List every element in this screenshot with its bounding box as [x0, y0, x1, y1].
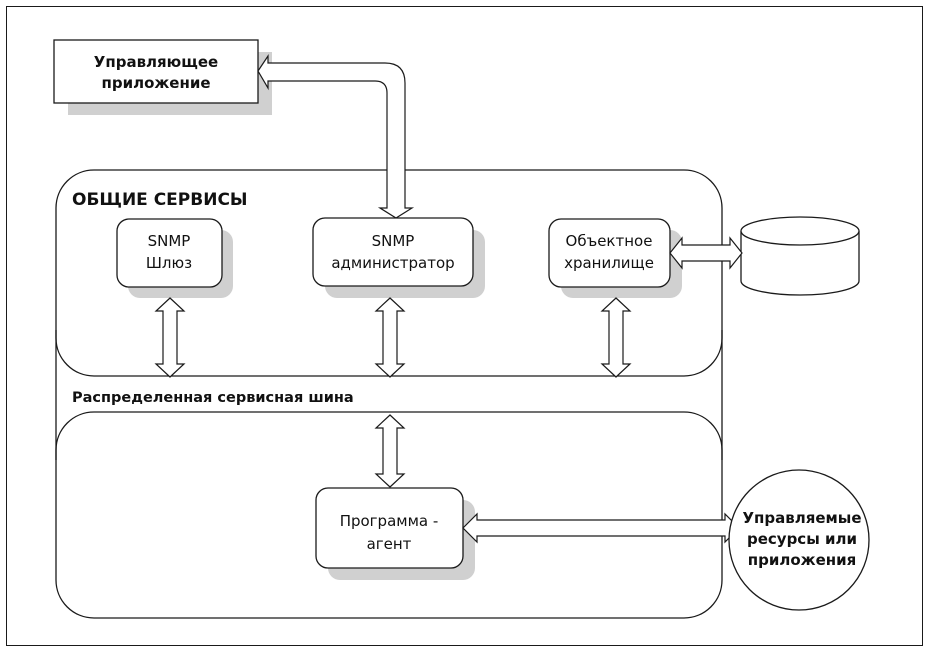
object-store-box: Объектное хранилище [548, 218, 682, 298]
bus-agent-arrow [374, 414, 406, 488]
management-app-line1: Управляющее [94, 53, 218, 71]
object-store-line1: Объектное [566, 232, 653, 250]
database-cylinder-icon [740, 216, 860, 296]
snmp-admin-box: SNMP администратор [312, 217, 485, 298]
snmp-admin-line2: администратор [331, 254, 454, 272]
common-services-title: ОБЩИЕ СЕРВИСЫ [72, 190, 248, 210]
management-app-line2: приложение [101, 74, 210, 92]
agent-program-line2: агент [367, 535, 412, 553]
snmp-admin-line1: SNMP [372, 232, 415, 250]
object-store-line2: хранилище [564, 254, 654, 272]
snmp-gateway-line2: Шлюз [146, 254, 192, 272]
store-bus-arrow [600, 297, 632, 378]
managed-resources-line2: ресурсы или [747, 530, 857, 548]
store-db-arrow [669, 236, 743, 270]
snmp-gateway-box: SNMP Шлюз [116, 218, 233, 298]
gateway-bus-arrow [154, 297, 186, 378]
agent-program-box: Программа - агент [315, 487, 475, 580]
managed-resources-line1: Управляемые [742, 509, 861, 527]
management-app-box: Управляющее приложение [53, 39, 272, 115]
service-bus-label: Распределенная сервисная шина [72, 390, 354, 406]
admin-bus-arrow [374, 297, 406, 378]
snmp-gateway-line1: SNMP [148, 232, 191, 250]
agent-program-line1: Программа - [340, 512, 439, 530]
managed-resources-line3: приложения [748, 551, 857, 569]
managed-resources-circle: Управляемые ресурсы или приложения [728, 469, 870, 611]
